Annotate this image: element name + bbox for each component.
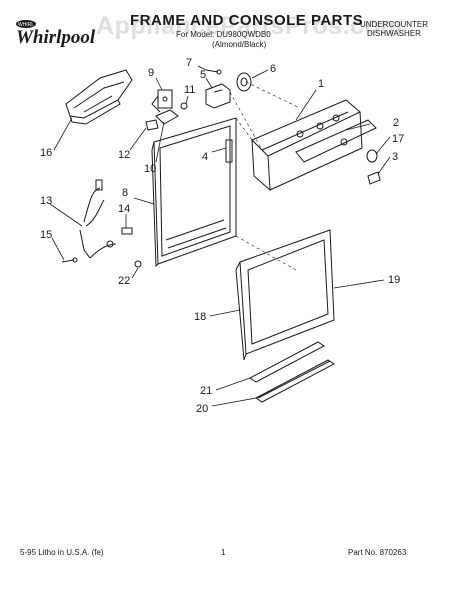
part-1-console-panel	[251, 99, 363, 192]
callout-9: 9	[148, 67, 154, 79]
part-3-clip	[367, 171, 381, 185]
part-17-knob	[366, 149, 378, 163]
callout-14: 14	[118, 203, 130, 215]
callout-3: 3	[392, 151, 398, 163]
watermark: AppliancePartsPros.com	[96, 12, 403, 40]
callout-18: 18	[194, 311, 206, 323]
page-title: FRAME AND CONSOLE PARTS	[130, 12, 364, 29]
callout-4: 4	[202, 151, 208, 163]
appliance-type-line-1: UNDERCOUNTER	[360, 20, 428, 29]
part-12-switch	[145, 119, 159, 131]
callout-15: 15	[40, 229, 52, 241]
part-18-panel-insert	[235, 261, 247, 361]
callout-20: 20	[196, 403, 208, 415]
callout-10: 10	[144, 163, 156, 175]
svg-text:WHIRL: WHIRL	[18, 22, 34, 28]
callout-13: 13	[40, 195, 52, 207]
part-22-clip	[134, 260, 142, 268]
alignment-lines	[229, 81, 301, 271]
callout-21: 21	[200, 385, 212, 397]
part-15-screw	[61, 257, 78, 263]
part-7-screw	[205, 69, 222, 75]
part-16-duct	[65, 69, 133, 125]
part-13-wire-harness	[79, 179, 117, 259]
callout-17: 17	[392, 133, 404, 145]
callout-12: 12	[118, 149, 130, 161]
part-10-latch-bracket	[155, 109, 179, 125]
part-4-bracket	[225, 139, 233, 163]
appliance-type-line-2: DISHWASHER	[367, 29, 421, 38]
part-19-door-panel	[239, 229, 335, 355]
part-2-control-strip	[295, 119, 377, 163]
callout-6: 6	[270, 63, 276, 75]
footer-part-number: Part No. 870263	[348, 548, 407, 557]
callout-labels: 1 2 3 4 5 6 7 8 9 10 11 12 13 14 15 16 1…	[40, 57, 404, 415]
part-9-latch	[151, 89, 173, 113]
footer-date-print: 5-95 Litho in U.S.A. (fe)	[20, 548, 104, 557]
model-line: For Model: DU980QWDB0	[176, 30, 271, 39]
part-20-trim-strip	[255, 359, 335, 403]
callout-22: 22	[118, 275, 130, 287]
callout-16: 16	[40, 147, 52, 159]
callout-5: 5	[200, 69, 206, 81]
color-line: (Almond/Black)	[212, 40, 267, 49]
part-6-knob	[236, 72, 252, 92]
callout-2: 2	[393, 117, 399, 129]
callout-8: 8	[122, 187, 128, 199]
part-14-connector	[121, 227, 133, 235]
part-21-trim-strip	[249, 341, 325, 383]
footer-page-number: 1	[221, 548, 226, 557]
part-8-door-frame	[151, 117, 237, 268]
callout-1: 1	[318, 78, 324, 90]
callout-7: 7	[186, 57, 192, 69]
whirlpool-logo: WHIRL Whirlpool	[12, 16, 120, 48]
part-5-hinge	[205, 83, 231, 109]
part-11-screw	[180, 102, 188, 110]
callout-11: 11	[184, 84, 195, 96]
callout-19: 19	[388, 274, 400, 286]
svg-text:Whirlpool: Whirlpool	[16, 27, 96, 48]
leader-lines	[49, 65, 391, 407]
